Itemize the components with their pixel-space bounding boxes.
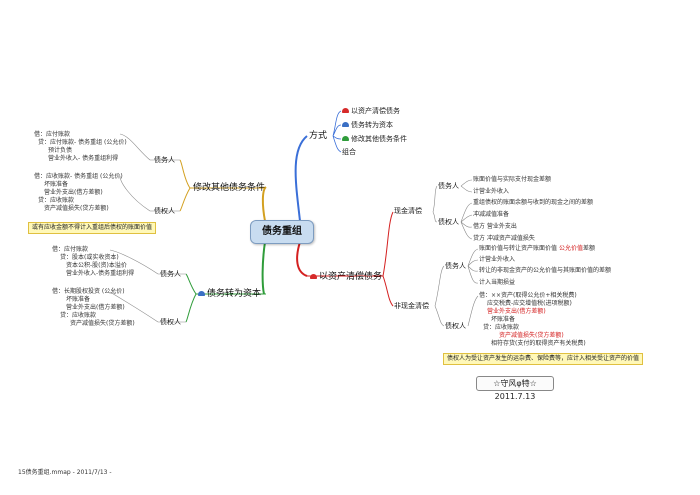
connector-noncash-creditor xyxy=(467,295,479,327)
connector-noncash-branches xyxy=(434,265,445,327)
capital-creditor-line-5: 资产减值损失(贷方差额) xyxy=(70,320,135,327)
asset-cash-creditor-line-4: 贷方 冲减资产减值损失 xyxy=(473,235,535,242)
asset-noncash-creditor-line-7: 相符存货(支付的取得资产有关税费) xyxy=(491,340,586,347)
blue-marker-icon xyxy=(342,122,349,127)
asset-noncash-debtor-line-2: 计营业外收入 xyxy=(479,256,516,263)
connector-cash-branches xyxy=(432,185,438,223)
connector-modify-creditor xyxy=(119,175,180,212)
asset-noncash-creditor-line-3: 营业外支出(借方差额) xyxy=(487,308,546,315)
asset-cash-creditor-label[interactable]: 债权人 xyxy=(438,218,459,226)
asset-cash-debtor-line-1: 账面价值与实际支付现金差额 xyxy=(473,176,552,183)
asset-cash-creditor-line-1: 重组债权的账面余额与收到的现金之间的差额 xyxy=(473,199,594,206)
connector-capital-debtor xyxy=(109,249,186,275)
method-item-2[interactable]: 债务转为资本 xyxy=(342,121,393,130)
modify-creditor-line-1: 借：应收账款- 债务重组 (公允价) xyxy=(34,173,123,180)
asset-noncash-creditor-line-2: 应交税费-应交增值税(进项税额) xyxy=(487,300,572,307)
connector-cash-creditor xyxy=(460,202,473,240)
footer-filename: 15债务重组.mmap - 2011/7/13 - xyxy=(18,469,112,476)
red-marker-icon xyxy=(310,274,317,279)
method-item-3[interactable]: 修改其他债务条件 xyxy=(342,135,407,144)
capital-debtor-line-1: 借：应付账款 xyxy=(52,246,89,253)
modify-creditor-line-5: 资产减值损失(贷方差额) xyxy=(44,205,109,212)
asset-noncash-creditor-line-4: 坏账准备 xyxy=(491,316,516,323)
capital-debtor-line-3: 资本公积-股(资)本溢价 xyxy=(66,262,127,269)
central-topic[interactable]: 债务重组 xyxy=(250,220,314,244)
asset-noncash-debtor-label[interactable]: 债务人 xyxy=(445,262,466,270)
capital-debtor-line-4: 营业外收入-债务重组利得 xyxy=(66,270,135,277)
connector-modify-branch xyxy=(179,159,266,212)
asset-noncash-label[interactable]: 非现金清偿 xyxy=(394,302,429,310)
modify-debtor-line-3: 预计负债 xyxy=(48,147,73,154)
capital-creditor-label[interactable]: 债权人 xyxy=(160,318,181,326)
asset-noncash-creditor-line-6: 资产减值损失(贷方差额) xyxy=(499,332,564,339)
branch-asset[interactable]: 以资产清偿债务 xyxy=(310,271,382,283)
modify-creditor-label[interactable]: 债权人 xyxy=(154,207,175,215)
modify-debtor-line-4: 营业外收入- 债务重组利得 xyxy=(48,155,119,162)
asset-cash-creditor-line-3: 借方 营业外支出 xyxy=(473,223,517,230)
method-item-1[interactable]: 以资产清偿债务 xyxy=(342,107,400,116)
asset-noncash-debtor-line-4: 计入当期损益 xyxy=(479,279,516,286)
modify-creditor-line-2: 坏账准备 xyxy=(44,181,69,188)
modify-creditor-line-4: 贷：应收账款 xyxy=(38,197,75,204)
asset-cash-debtor-line-2: 计营业外收入 xyxy=(473,188,510,195)
branch-capital[interactable]: 债务转为资本 xyxy=(198,288,261,300)
modify-debtor-line-2: 贷：应付账款- 债务重组 (公允价) xyxy=(38,139,127,146)
connector-cash-debtor xyxy=(460,179,473,193)
signature-box: ☆守风φ特☆ 2011.7.13 xyxy=(476,376,554,401)
connector-noncash-debtor xyxy=(467,248,479,284)
capital-debtor-label[interactable]: 债务人 xyxy=(160,270,181,278)
asset-cash-creditor-line-2: 冲减减值准备 xyxy=(473,211,510,218)
connector-capital-branch xyxy=(185,273,266,323)
connector-central-asset xyxy=(296,241,308,277)
branch-methods[interactable]: 方式 xyxy=(309,131,328,141)
connector-central-methods xyxy=(294,135,308,222)
green-marker-icon xyxy=(342,136,349,141)
modify-note: 或有应收金额不得计入重组后债权的账面价值 xyxy=(28,222,157,234)
modify-creditor-line-3: 营业外支出(借方差额) xyxy=(44,189,103,196)
asset-noncash-debtor-line-3: 转让的非现金资产的公允价值与其账面价值的差额 xyxy=(479,267,612,274)
asset-cash-debtor-label[interactable]: 债务人 xyxy=(438,182,459,190)
asset-noncash-creditor-label[interactable]: 债权人 xyxy=(445,322,466,330)
capital-debtor-line-2: 贷：股本(或实收资本) xyxy=(60,254,119,261)
asset-noncash-note: 债权人为受让资产发生的运杂费、保险费等，应计入相关受让资产的价值 xyxy=(443,353,644,365)
modify-debtor-label[interactable]: 债务人 xyxy=(154,156,175,164)
connector-modify-debtor xyxy=(119,133,180,161)
asset-noncash-creditor-line-1: 借：××资产(取得公允价+相关税费) xyxy=(479,292,577,299)
capital-creditor-line-1: 借：长期股权投资 (公允价) xyxy=(52,288,125,295)
method-item-4[interactable]: 组合 xyxy=(342,148,356,156)
capital-creditor-line-4: 贷：应收账款 xyxy=(60,312,97,319)
red-marker-icon xyxy=(342,108,349,113)
capital-creditor-line-3: 营业外支出(借方差额) xyxy=(66,304,125,311)
connector-asset-branch xyxy=(307,211,394,307)
connector-methods-items xyxy=(332,110,342,153)
blue-marker-icon xyxy=(198,291,205,296)
capital-creditor-line-2: 坏账准备 xyxy=(66,296,91,303)
connector-central-capital xyxy=(261,241,266,295)
branch-modify[interactable]: 修改其他债务条件 xyxy=(193,183,266,193)
connector-capital-creditor xyxy=(109,291,186,323)
modify-debtor-line-1: 借：应付账款 xyxy=(34,131,71,138)
asset-noncash-creditor-line-5: 贷：应收账款 xyxy=(483,324,520,331)
asset-cash-label[interactable]: 现金清偿 xyxy=(394,207,422,215)
asset-noncash-debtor-line-1: 账面价值与转让资产账面价值 公允价值差额 xyxy=(479,245,595,252)
